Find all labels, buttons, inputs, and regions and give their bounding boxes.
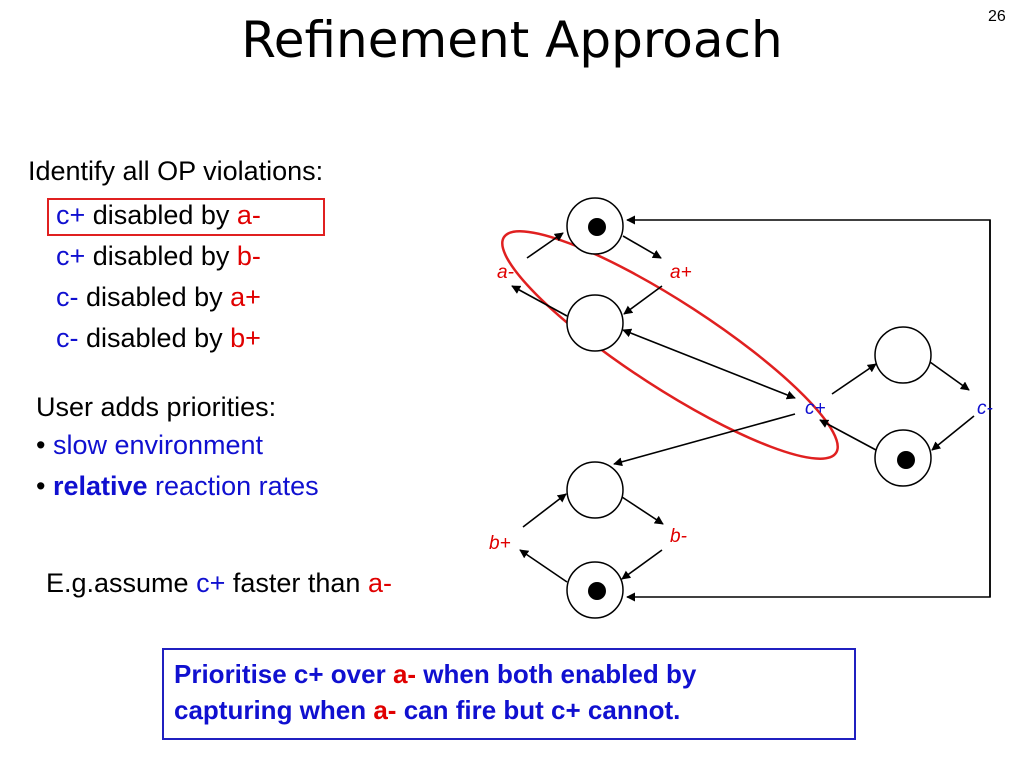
violation-3-subject: c- [56,282,79,312]
violation-4-cause: b+ [230,323,261,353]
arc [621,496,664,525]
highlight-box [47,198,325,236]
violation-1-text: disabled by [85,200,237,230]
arc [623,285,663,315]
priority-item-2: • relative reaction rates [36,469,319,503]
violations-heading: Identify all OP violations: [28,156,324,186]
arc [929,361,970,391]
arc [931,415,975,451]
transition-c-plus: c+ [805,398,826,419]
note-1-pre: Prioritise c+ over [174,659,393,689]
transition-c-minus: c- [977,398,993,419]
violation-2-subject: c+ [56,241,86,271]
place-c-lower [874,429,932,487]
note-1-post: when both enabled by [416,659,697,689]
violation-item-4: c- disabled by b+ [56,321,261,355]
violation-1-cause: a- [236,200,261,230]
transition-b-minus: b- [670,526,687,547]
violation-3-text: disabled by [78,282,231,312]
arc [626,220,991,602]
violation-3-cause: a+ [230,282,261,312]
arc [621,549,663,580]
note-line-1: Prioritise c+ over a- when both enabled … [174,656,844,692]
bullet-1: • [36,430,46,460]
priorities-heading: User adds priorities: [36,392,277,422]
priority-2-text: reaction rates [147,471,319,501]
violation-1-subject: c+ [56,200,86,230]
note-2-post: can fire but c+ cannot. [396,695,681,725]
place-bottom [566,561,624,619]
note-1-red: a- [392,659,417,689]
transition-a-plus: a+ [670,262,692,283]
violation-item-2: c+ disabled by b- [56,239,261,273]
priority-1-text: slow environment [52,430,264,460]
arc [526,232,564,259]
arc [522,493,567,528]
place-b-upper [566,461,624,519]
note-line-2: capturing when a- can fire but c+ cannot… [174,692,844,728]
slide-number: 26 [988,8,1006,25]
priority-item-1: • slow environment [36,428,263,462]
example-pre: E.g.assume [46,568,197,598]
note-box: Prioritise c+ over a- when both enabled … [162,648,856,740]
note-2-red: a- [373,695,397,725]
violation-item-1: c+ disabled by a- [56,198,261,232]
arc [511,285,568,317]
page-title: Refinement Approach [241,11,783,69]
violation-4-text: disabled by [78,323,231,353]
arc [613,413,796,467]
place-a-lower [566,294,624,352]
highlight-ellipse [501,230,839,460]
example-line: E.g.assume c+ faster than a- [46,566,392,600]
transition-b-plus: b+ [489,533,511,554]
arcs [511,215,991,602]
example-t1: c+ [196,568,226,598]
place-c-upper [874,326,932,384]
violation-2-text: disabled by [85,241,237,271]
arc [819,419,877,451]
example-t2: a- [367,568,392,598]
arc [622,235,662,259]
violation-item-3: c- disabled by a+ [56,280,261,314]
token [897,451,915,469]
violation-2-cause: b- [236,241,261,271]
violation-4-subject: c- [56,323,79,353]
arc [831,363,877,395]
arc [622,328,796,400]
arc [519,549,568,583]
priority-2-bold: relative [52,471,148,501]
place-top [566,197,624,255]
token [588,218,606,236]
note-2-pre: capturing when [174,695,374,725]
token [588,582,606,600]
transition-a-minus: a- [497,262,514,283]
example-mid: faster than [225,568,368,598]
bullet-2: • [36,471,46,501]
